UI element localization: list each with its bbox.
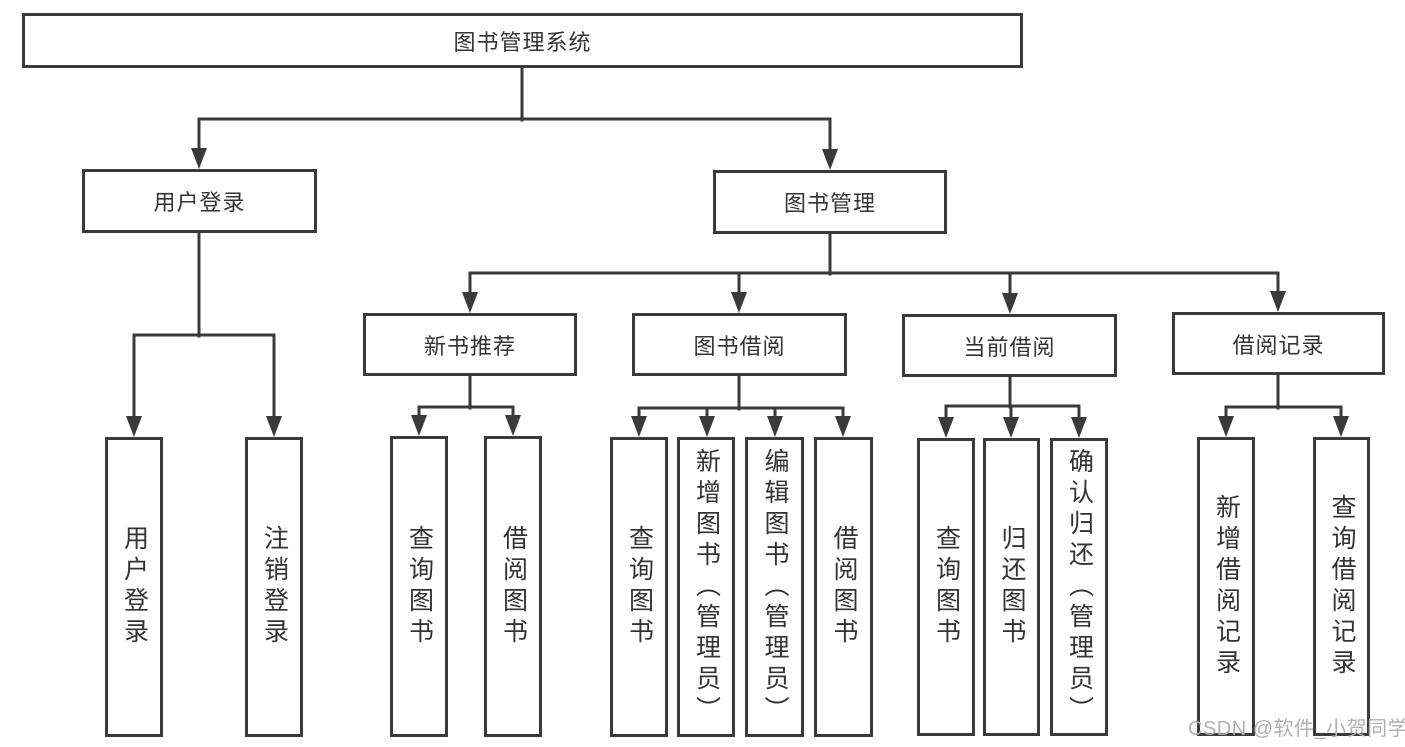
node-label: 图书管理系统	[453, 29, 592, 55]
csdn-watermark: CSDN @软件_小贺同学	[1188, 718, 1405, 740]
leaf-label: 查询图书	[625, 525, 654, 649]
leaf-label: 借阅图书	[499, 524, 528, 649]
leaf-borrow-books-2: 借阅图书	[814, 437, 873, 737]
leaf-confirm-return-admin: 确认归还（管理员）	[1050, 438, 1108, 736]
leaf-user-login: 用户登录	[105, 437, 163, 737]
leaf-query-books-borrow: 查询图书	[610, 437, 668, 737]
node-label: 当前借阅	[963, 334, 1056, 360]
leaf-add-book-admin: 新增图书（管理员）	[677, 437, 735, 737]
node-label: 借阅记录	[1232, 332, 1325, 358]
leaf-label: 查询图书	[932, 525, 961, 649]
node-label: 用户登录	[153, 190, 246, 215]
leaf-label: 注销登录	[260, 525, 289, 649]
node-current-borrowing: 当前借阅	[902, 314, 1117, 377]
leaf-return-books: 归还图书	[983, 438, 1040, 736]
node-label: 图书管理	[783, 191, 876, 216]
leaf-edit-book-admin: 编辑图书（管理员）	[745, 437, 804, 737]
node-label: 图书借阅	[693, 333, 786, 359]
node-label: 新书推荐	[423, 333, 516, 359]
leaf-label: 编辑图书（管理员）	[761, 447, 789, 727]
node-book-management: 图书管理	[713, 170, 947, 234]
leaf-label: 归还图书	[998, 525, 1026, 649]
leaf-logout: 注销登录	[245, 437, 303, 737]
leaf-query-books-recommend: 查询图书	[390, 436, 448, 737]
node-user-login: 用户登录	[82, 169, 317, 233]
leaf-query-borrow-record: 查询借阅记录	[1313, 437, 1370, 736]
leaf-borrow-books-recommend: 借阅图书	[484, 436, 542, 737]
leaf-label: 新增图书（管理员）	[692, 447, 721, 727]
leaf-add-borrow-record: 新增借阅记录	[1197, 437, 1255, 736]
leaf-label: 借阅图书	[830, 525, 858, 649]
leaf-label: 确认归还（管理员）	[1065, 447, 1094, 727]
node-new-book-recommend: 新书推荐	[363, 313, 577, 376]
leaf-label: 查询借阅记录	[1328, 493, 1356, 680]
leaf-label: 新增借阅记录	[1212, 493, 1241, 680]
node-borrowing-records: 借阅记录	[1172, 312, 1385, 375]
node-book-borrowing: 图书借阅	[632, 313, 847, 376]
leaf-label: 用户登录	[120, 525, 149, 649]
node-library-management-system: 图书管理系统	[22, 13, 1023, 68]
leaf-label: 查询图书	[405, 524, 434, 649]
leaf-query-books-current: 查询图书	[917, 438, 975, 736]
